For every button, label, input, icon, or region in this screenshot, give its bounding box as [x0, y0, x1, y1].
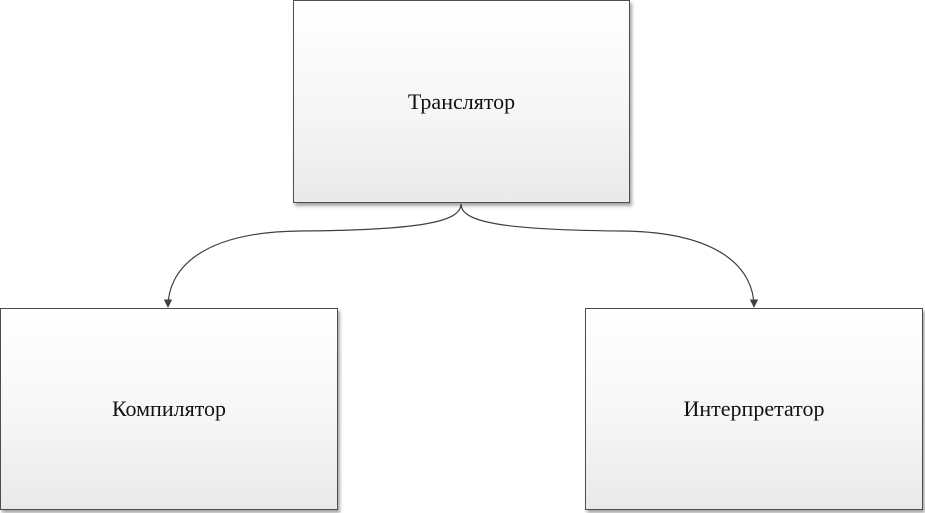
- node-translator: Транслятор: [293, 0, 630, 203]
- edge-root-to-right: [460, 203, 759, 308]
- node-interpreter-label: Интерпретатор: [683, 396, 825, 421]
- node-compiler: Компилятор: [0, 308, 338, 510]
- edge-root-to-left: [163, 203, 462, 308]
- node-interpreter: Интерпретатор: [585, 308, 923, 510]
- node-compiler-label: Компилятор: [111, 396, 227, 421]
- node-translator-label: Транслятор: [407, 88, 516, 114]
